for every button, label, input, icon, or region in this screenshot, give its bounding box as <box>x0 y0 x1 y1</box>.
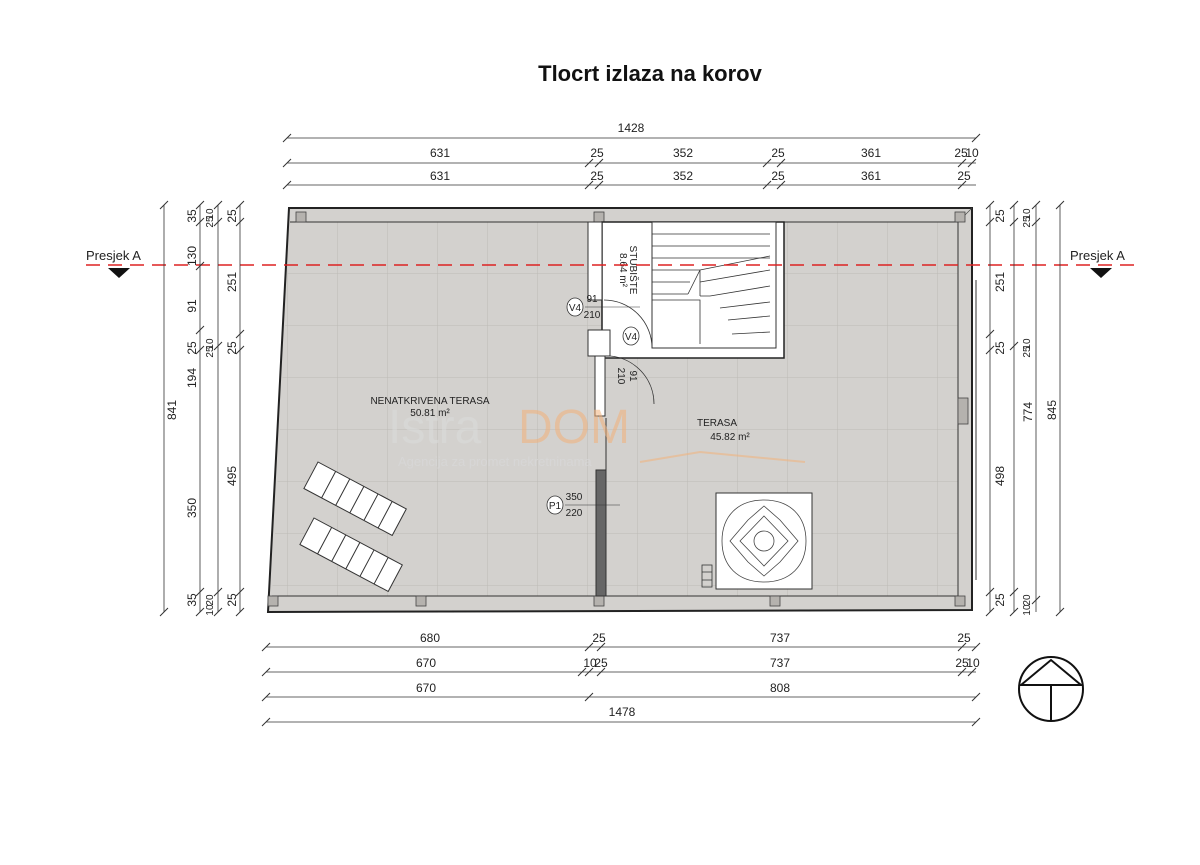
dim-top-r2-5: 361 <box>861 146 881 160</box>
dim-top-r3-1: 631 <box>430 169 450 183</box>
dim-left-c2-4: 25 <box>185 341 199 355</box>
dim-bottom-r3-1: 670 <box>416 681 436 695</box>
top-dimensions: 1428 631 25 352 25 361 25 10 631 25 352 … <box>282 121 981 190</box>
dim-left-c2-1: 35 <box>185 209 199 223</box>
dim-top-r2-1: 631 <box>430 146 450 160</box>
watermark: Istra DOM Agencija za promet nekretninam… <box>388 401 806 469</box>
opening-2-height: 210 <box>615 368 626 385</box>
dim-right-c1-4: 498 <box>993 466 1007 486</box>
right-dimensions: 25 251 25 498 25 10 25 10 25 20 10 774 8… <box>985 200 1065 617</box>
dim-left-c3-2: 25 <box>205 216 216 228</box>
section-arrow-left-icon <box>108 268 130 278</box>
dim-bottom-r2-1: 670 <box>416 656 436 670</box>
dim-bottom-r1-4: 25 <box>957 631 971 645</box>
dim-top-r2-4: 25 <box>771 146 785 160</box>
room-area-terrace: 45.82 m² <box>710 432 750 443</box>
opening-3-width: 350 <box>566 492 583 503</box>
sun-lounger-1 <box>303 461 407 537</box>
dim-bottom-total: 1478 <box>609 705 636 719</box>
dim-left-c2-3: 91 <box>185 299 199 313</box>
dim-right-c1-3: 25 <box>993 341 1007 355</box>
section-label-left: Presjek A <box>86 248 141 263</box>
dim-bottom-r2-6: 10 <box>966 656 980 670</box>
room-area-open-terrace: 50.81 m² <box>410 408 450 419</box>
opening-tag-2: V4 <box>625 332 638 343</box>
dim-bottom-r1-3: 737 <box>770 631 790 645</box>
room-labels: NENATKRIVENA TERASA 50.81 m² TERASA 45.8… <box>370 246 750 443</box>
opening-3-height: 220 <box>566 508 583 519</box>
opening-tag-1: V4 <box>569 303 582 314</box>
section-arrow-right-icon <box>1090 268 1112 278</box>
dim-right-c2-1: 10 <box>1022 208 1033 220</box>
dim-bottom-r3-2: 808 <box>770 681 790 695</box>
room-area-stairs: 8.64 m² <box>617 253 628 288</box>
opening-1-width: 91 <box>586 294 598 305</box>
dim-left-c4-3: 25 <box>225 341 239 355</box>
sun-lounger-2 <box>299 517 403 593</box>
dim-right-total: 845 <box>1045 400 1059 420</box>
room-name-stairs: STUBIŠTE <box>627 246 640 295</box>
watermark-brand-a: Istra <box>388 401 482 454</box>
left-dimensions: 841 35 130 91 25 194 350 35 10 25 10 25 … <box>159 200 245 617</box>
dim-bottom-r1-2: 25 <box>592 631 606 645</box>
dim-right-c1-2: 251 <box>993 272 1007 292</box>
dim-bottom-r2-3: 25 <box>594 656 608 670</box>
dim-right-c2-3: 10 <box>1022 338 1033 350</box>
dim-bottom-r1-1: 680 <box>420 631 440 645</box>
opening-tag-3: P1 <box>549 501 562 512</box>
dim-top-r3-2: 25 <box>590 169 604 183</box>
dim-top-total: 1428 <box>618 121 645 135</box>
room-name-terrace: TERASA <box>697 418 737 429</box>
dim-left-c4-2: 251 <box>225 272 239 292</box>
dim-bottom-r2-2: 10 <box>583 656 597 670</box>
dim-left-c3-1: 10 <box>205 208 216 220</box>
dim-top-r2-3: 352 <box>673 146 693 160</box>
dim-right-c2-6: 10 <box>1022 604 1033 616</box>
room-name-open-terrace: NENATKRIVENA TERASA <box>370 396 489 407</box>
dim-left-c2-5: 194 <box>185 368 199 388</box>
hot-tub <box>701 492 813 590</box>
watermark-roof-icon <box>639 450 806 463</box>
dim-left-c4-5: 25 <box>225 593 239 607</box>
dim-right-c2-2: 25 <box>1022 216 1033 228</box>
dim-left-total: 841 <box>165 400 179 420</box>
dim-left-c3-5: 20 <box>205 594 216 606</box>
dim-left-c3-3: 10 <box>205 338 216 350</box>
dim-top-r2-7: 10 <box>965 146 979 160</box>
dim-left-c3-6: 10 <box>205 604 216 616</box>
dim-right-c2-4: 25 <box>1022 346 1033 358</box>
opening-2-width: 91 <box>627 370 638 382</box>
dim-left-c2-2: 130 <box>185 246 199 266</box>
dim-right-c1-1: 25 <box>993 209 1007 223</box>
watermark-tagline: Agencija za promet nekretninama <box>398 454 592 469</box>
section-line-a: Presjek A Presjek A <box>86 248 1138 278</box>
dim-left-c4-4: 495 <box>225 466 239 486</box>
opening-1-height: 210 <box>584 310 601 321</box>
dim-top-r3-6: 25 <box>957 169 971 183</box>
dim-right-c1-5: 25 <box>993 593 1007 607</box>
dim-left-c2-6: 350 <box>185 498 199 518</box>
dim-top-r3-3: 352 <box>673 169 693 183</box>
dim-top-r3-5: 361 <box>861 169 881 183</box>
opening-tags: V4 91 210 V4 91 210 P1 350 220 <box>546 294 640 519</box>
dim-left-c3-4: 25 <box>205 346 216 358</box>
dim-top-r2-2: 25 <box>590 146 604 160</box>
dim-bottom-r2-5: 25 <box>955 656 969 670</box>
building-plan <box>266 207 977 614</box>
dim-right-c3-1: 774 <box>1021 402 1035 422</box>
dim-bottom-r2-4: 737 <box>770 656 790 670</box>
section-label-right: Presjek A <box>1070 248 1125 263</box>
dim-right-c2-5: 20 <box>1022 594 1033 606</box>
page-title: Tlocrt izlaza na korov <box>538 61 762 86</box>
dim-left-c2-7: 35 <box>185 593 199 607</box>
dim-top-r2-6: 25 <box>954 146 968 160</box>
dim-left-c4-1: 25 <box>225 209 239 223</box>
dim-top-r3-4: 25 <box>771 169 785 183</box>
watermark-brand-b: DOM <box>518 401 630 454</box>
bottom-dimensions: 680 25 737 25 670 10 25 737 25 10 670 80… <box>261 631 981 727</box>
north-arrow-icon <box>1018 656 1084 722</box>
